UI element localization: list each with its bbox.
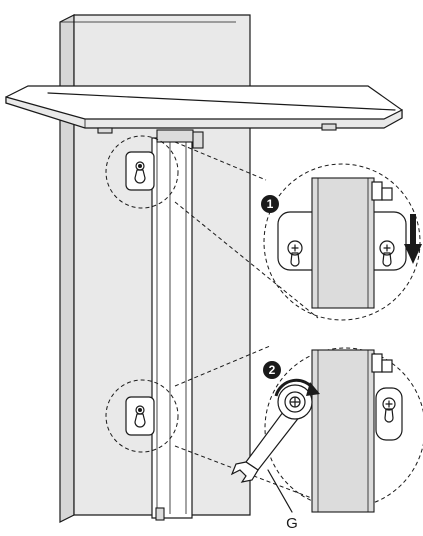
step-1-number: 1 xyxy=(267,197,274,211)
step-1-badge: 1 xyxy=(261,195,279,213)
desk-top xyxy=(5,85,403,149)
wrench-icon xyxy=(230,384,313,483)
column-rail xyxy=(151,137,193,521)
lower-bracket xyxy=(105,379,179,453)
part-label-g: G xyxy=(286,515,298,532)
step-2-badge: 2 xyxy=(263,361,281,379)
callout-line-2 xyxy=(174,201,319,319)
down-arrow-icon xyxy=(404,214,422,264)
detail-step-1 xyxy=(263,163,422,321)
rotation-arrow-icon xyxy=(274,378,320,397)
upper-bracket xyxy=(105,135,179,209)
screw-icon xyxy=(379,240,395,267)
part-g-leader xyxy=(267,469,293,513)
step-2-number: 2 xyxy=(269,363,276,377)
callout-line-3 xyxy=(174,345,271,387)
detail-step-2 xyxy=(230,347,423,513)
callout-line-1 xyxy=(174,141,267,181)
screw-icon xyxy=(287,240,303,267)
